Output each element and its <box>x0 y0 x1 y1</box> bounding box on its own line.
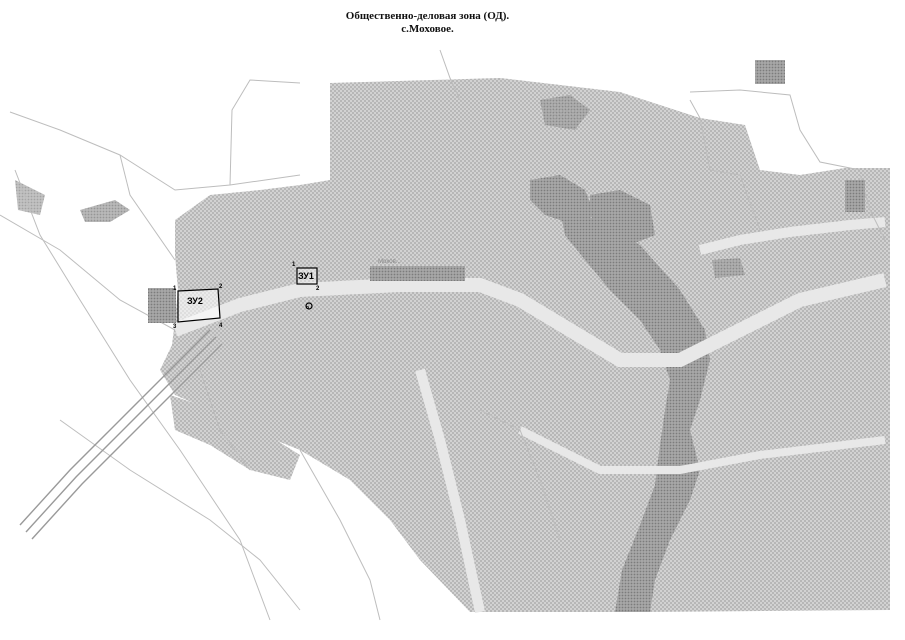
zone-area-southwest <box>170 395 300 480</box>
plot-zu2-label: ЗУ2 <box>187 296 203 306</box>
building-group-north <box>540 95 590 130</box>
building-group-east <box>712 258 745 278</box>
building-block-west <box>148 288 176 323</box>
plot-zu2-boundary <box>177 288 221 323</box>
building-northeast <box>755 60 785 84</box>
plot-zu2[interactable]: ЗУ2 1 2 3 4 <box>173 284 223 330</box>
main-road <box>172 273 887 367</box>
map-title: Общественно-деловая зона (ОД). с.Моховое… <box>0 10 855 36</box>
road-east <box>698 217 886 255</box>
plot-zu2-corner-4: 4 <box>219 323 223 329</box>
title-line-2: с.Моховое. <box>401 23 454 35</box>
river <box>560 210 710 612</box>
building-field-west <box>80 200 130 222</box>
zone-area-main <box>160 78 890 612</box>
plot-zu1-boundary <box>296 267 318 285</box>
plot-zu1[interactable]: ЗУ1 1 2 <box>292 262 320 292</box>
building-block-center <box>370 266 465 281</box>
boundary-lines <box>0 49 886 621</box>
road-south-east <box>518 426 886 474</box>
point-marker-symbol <box>305 302 313 310</box>
plot-zu1-corner-2: 2 <box>316 286 320 292</box>
lake-west <box>590 190 655 245</box>
plot-zu2-corner-3: 3 <box>173 324 177 330</box>
plot-zu1-corner-1: 1 <box>292 262 296 268</box>
building-east <box>845 180 865 212</box>
railway <box>19 329 223 540</box>
pond-north <box>530 175 595 225</box>
road-south <box>415 368 485 614</box>
plot-zu2-corner-2: 2 <box>219 284 223 290</box>
title-line-1: Общественно-деловая зона (ОД). <box>345 10 510 22</box>
street-label: Мохов... <box>378 259 401 265</box>
point-marker-label: о <box>306 305 309 311</box>
point-marker[interactable]: о <box>305 302 313 311</box>
plot-zu2-corner-1: 1 <box>173 286 177 292</box>
plot-zu1-label: ЗУ1 <box>298 271 314 281</box>
